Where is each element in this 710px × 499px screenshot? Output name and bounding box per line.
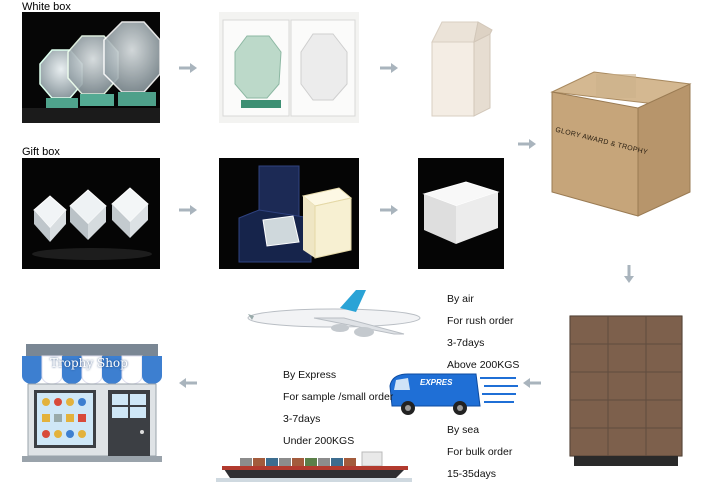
sea-use-case: For bulk order	[447, 446, 513, 458]
white-box-label: White box	[22, 1, 71, 13]
sea-duration: 15-35days	[447, 468, 497, 480]
white-carton-photo	[418, 12, 504, 123]
express-use-case: For sample /small order	[283, 391, 394, 403]
arrow-right-icon	[380, 63, 398, 73]
air-weight: Above 200KGS	[447, 359, 520, 371]
van-side-text: EXPRES	[420, 378, 453, 387]
sea-method: By sea	[447, 424, 480, 436]
express-shipping-info: By Express For sample /small order 3-7da…	[283, 364, 393, 452]
shop-sign-text: Trophy Shop	[50, 356, 128, 370]
arrow-right-icon	[380, 205, 398, 215]
arrow-right-icon	[518, 139, 536, 149]
air-shipping-info: By air For rush order 3-7days Above 200K…	[447, 288, 519, 376]
palletized-cartons-photo	[566, 310, 686, 468]
express-method: By Express	[283, 369, 337, 381]
air-duration: 3-7days	[447, 337, 485, 349]
airplane-image	[244, 288, 422, 348]
crystal-awards-photo	[22, 12, 160, 123]
award-in-white-box-photo	[219, 12, 359, 123]
sea-shipping-info: By sea For bulk order 15-35days	[447, 419, 512, 485]
arrow-left-icon	[523, 378, 541, 388]
shipping-carton-photo: GLORY AWARD & TROPHY	[546, 68, 694, 218]
trophy-shop-illustration: Trophy Shop	[18, 344, 166, 462]
express-duration: 3-7days	[283, 413, 321, 425]
arrow-left-icon	[179, 378, 197, 388]
express-van-image: EXPRES	[384, 368, 518, 416]
crystal-cubes-photo	[22, 158, 160, 269]
express-weight: Under 200KGS	[283, 435, 355, 447]
arrow-right-icon	[179, 205, 197, 215]
arrow-down-icon	[624, 265, 634, 283]
arrow-right-icon	[179, 63, 197, 73]
gift-box-open-photo	[219, 158, 359, 269]
gift-box-label: Gift box	[22, 146, 60, 158]
cargo-ship-image	[216, 448, 412, 482]
air-use-case: For rush order	[447, 315, 514, 327]
air-method: By air	[447, 293, 474, 305]
closed-gift-box-photo	[418, 158, 504, 269]
